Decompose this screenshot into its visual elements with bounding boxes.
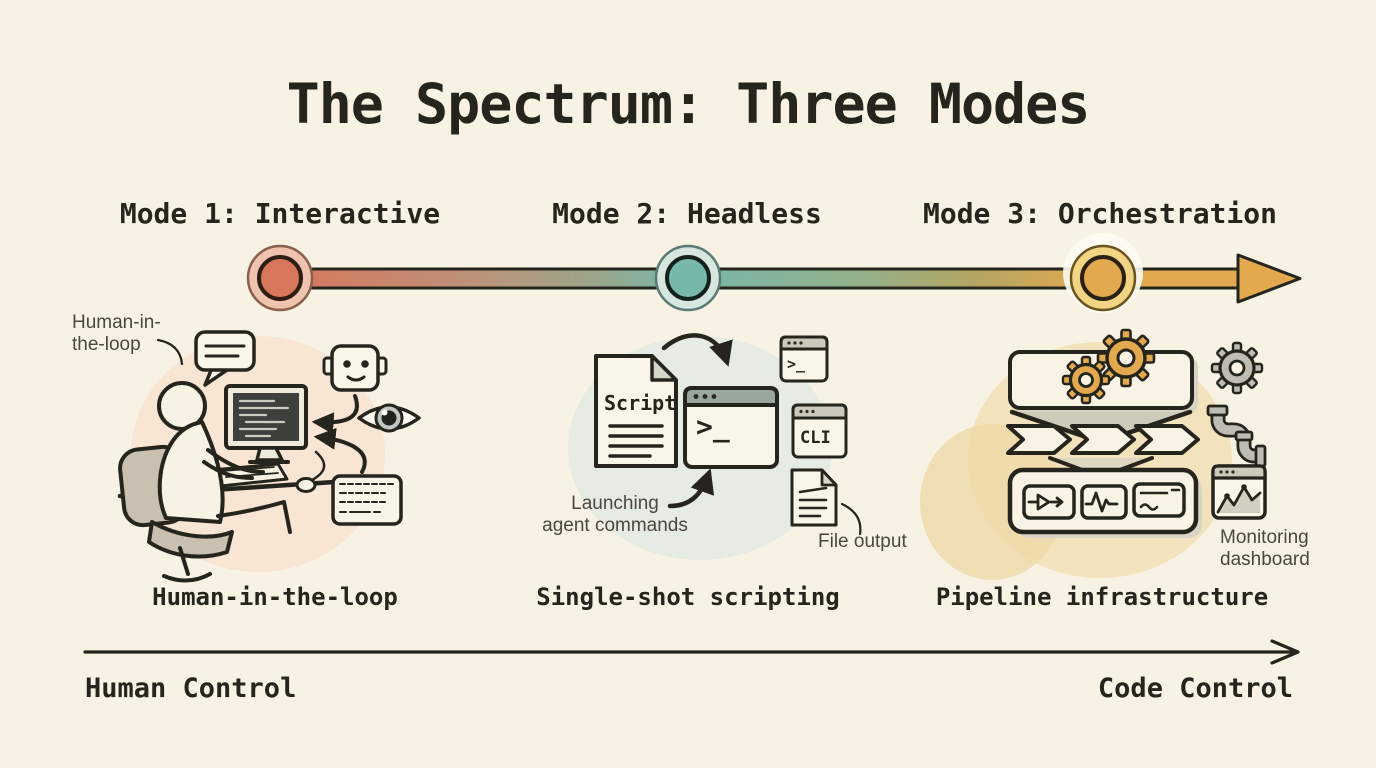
mini-terminal-icon: >_ [779,335,829,383]
caption-orchestration: Pipeline infrastructure [935,583,1269,611]
axis-arrowhead-icon [1270,639,1300,665]
gear-icon [1096,328,1156,388]
annotation-monitoring: Monitoring dashboard [1220,527,1310,571]
gear-icon [1210,341,1264,395]
timeline-node-headless [654,244,722,312]
scene3-blob-deep [920,424,1064,580]
scene-orchestration [920,328,1267,580]
file-output-connector [840,502,862,536]
axis-label-code-control: Code Control [1097,673,1293,704]
monitoring-dashboard-icon [1211,464,1267,520]
scene-headless: Script >_ >_ CLI [568,333,862,560]
spectrum-arrowhead-icon [1236,253,1302,304]
mode3-label: Mode 3: Orchestration [922,197,1277,230]
control-axis [83,639,1300,665]
gear-icon [1061,355,1111,405]
file-icon [790,468,838,527]
page-title: The Spectrum: Three Modes [286,72,1091,136]
annotation-human-in-the-loop: Human-in- the-loop [72,312,161,356]
scene-interactive [117,330,421,583]
timeline-node-interactive [246,244,314,312]
mini-terminal-prompt: >_ [787,355,806,373]
cli-label: CLI [800,428,831,448]
eye-icon [357,403,421,433]
monitor-icon [224,384,308,464]
robot-icon [322,344,388,392]
script-document-icon: Script [594,354,678,468]
annotation-launching: Launching agent commands [542,493,688,537]
code-lines [238,399,290,438]
keyboard-icon [331,474,403,526]
arrow-script-to-terminal [661,333,733,367]
speech-bubble-icon [194,330,256,387]
person [157,381,292,534]
terminal-window-icon: >_ [683,386,779,469]
terminal-prompt: >_ [696,410,730,443]
annotation-connector [156,338,184,366]
timeline-node-orchestration [1063,233,1143,313]
metrics-panel-icon [1080,484,1128,520]
annotation-file-output: File output [818,531,907,552]
caption-headless: Single-shot scripting [536,583,840,611]
cli-window-icon: CLI [791,403,848,459]
script-label: Script [604,391,676,415]
run-panel-icon [1022,484,1076,520]
spectrum-timeline [246,233,1302,313]
mode2-label: Mode 2: Headless [552,197,822,230]
caption-interactive: Human-in-the-loop [152,583,398,611]
arrow-robot-to-monitor [311,394,359,435]
log-panel-icon [1132,482,1186,518]
arrow-keyboard-to-monitor [313,427,367,474]
arrow-launching-to-terminal [667,468,715,509]
mouse-icon [295,450,326,493]
mode1-label: Mode 1: Interactive [119,197,441,230]
chevron-stage-icon [1006,424,1200,455]
axis-label-human-control: Human Control [85,673,297,704]
